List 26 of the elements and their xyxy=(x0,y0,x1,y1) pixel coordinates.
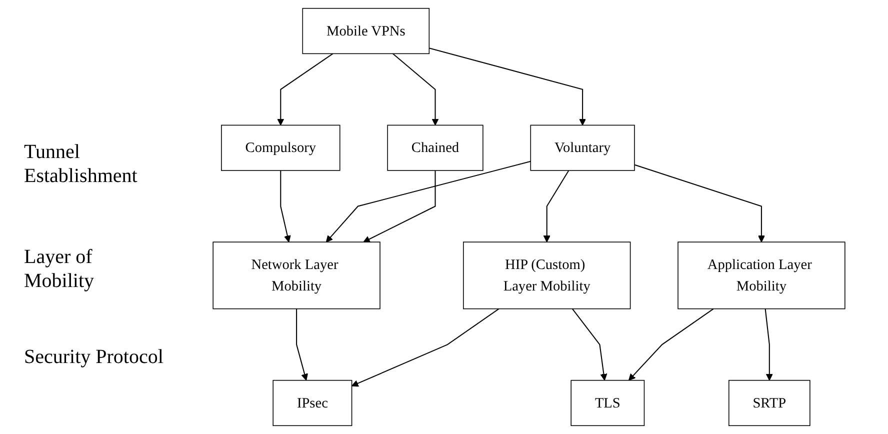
arrow xyxy=(429,48,586,126)
arrow xyxy=(351,308,500,387)
arrow xyxy=(628,308,714,381)
arrow xyxy=(764,308,773,381)
arrow xyxy=(572,308,608,381)
node-box: Network Layer Mobility xyxy=(212,242,380,310)
node-box: Mobile VPNs xyxy=(302,8,430,54)
node-box: Compulsory xyxy=(221,124,340,171)
node-box: Voluntary xyxy=(530,124,635,171)
row-label: Security Protocol xyxy=(24,345,164,369)
node-box: TLS xyxy=(570,380,645,426)
node-box: HIP (Custom) Layer Mobility xyxy=(463,242,631,310)
arrow xyxy=(296,308,308,381)
node-box: IPsec xyxy=(272,380,352,426)
node-box: Chained xyxy=(387,124,484,171)
arrow xyxy=(280,170,291,242)
row-label: Tunnel Establishment xyxy=(24,140,138,188)
arrow xyxy=(392,53,439,126)
arrow xyxy=(326,160,531,242)
arrow xyxy=(634,164,765,242)
arrow xyxy=(277,53,334,126)
node-box: SRTP xyxy=(728,380,810,426)
arrow xyxy=(363,170,436,242)
node-box: Application Layer Mobility xyxy=(678,242,846,310)
arrow xyxy=(543,170,570,242)
row-label: Layer of Mobility xyxy=(24,245,96,293)
